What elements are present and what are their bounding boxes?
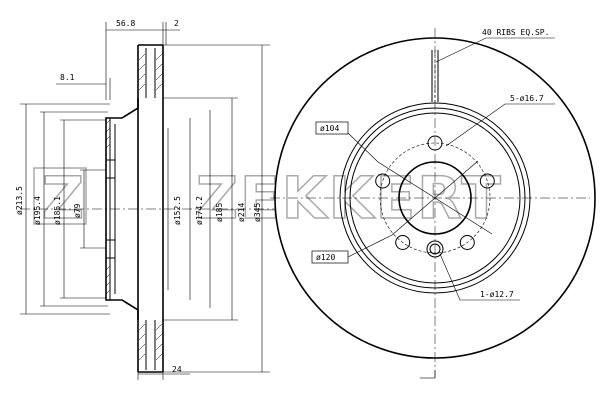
dim-185-1: ø185.1 (53, 196, 62, 225)
locating-hole-inner (429, 243, 441, 255)
dim-185: ø185 (215, 203, 224, 222)
hat-outer-edge (344, 107, 526, 289)
dim-24: 24 (172, 365, 182, 374)
label-120: ø120 (316, 253, 335, 262)
dim-2: 2 (174, 19, 179, 28)
bolt-holes (375, 135, 495, 250)
label-ribs: 40 RIBS EQ.SP. (482, 28, 549, 37)
label-104: ø104 (320, 124, 339, 133)
front-view: 40 RIBS EQ.SP. 5-ø16.7 ø104 ø120 1-ø12.7 (270, 28, 596, 379)
dim-195-4: ø195.4 (33, 196, 42, 225)
bolt-hole (479, 173, 495, 189)
hat-step (349, 112, 521, 284)
bolt-hole (395, 235, 411, 250)
dim-213-5: ø213.5 (15, 186, 24, 215)
leader-bolt-holes (445, 103, 555, 147)
diameter-line-2 (391, 160, 479, 236)
dim-214: ø214 (237, 203, 246, 222)
center-bore (398, 161, 472, 235)
label-bolt-holes: 5-ø16.7 (510, 94, 544, 103)
locating-hole-outer (426, 240, 444, 258)
disc-outer-edge (274, 37, 596, 359)
bolt-hole (427, 135, 443, 151)
label-box-120 (311, 250, 349, 264)
pcd-circle (379, 142, 491, 254)
bolt-hole (459, 235, 475, 250)
dim-8-1: 8.1 (60, 73, 75, 82)
bolt-hole (375, 173, 391, 189)
hat-profile (105, 98, 139, 320)
side-view: 56.8 2 8.1 24 ø213.5 ø195.4 ø185.1 ø79 ø… (15, 19, 275, 380)
dim-174-2: ø174.2 (195, 196, 204, 225)
hat-hatch (105, 119, 111, 295)
dim-56-8: 56.8 (116, 19, 135, 28)
hatch-bottom (138, 323, 163, 361)
friction-inner-edge (339, 102, 531, 294)
dim-345: ø345 (253, 203, 262, 222)
watermark-logo-box (33, 167, 87, 225)
leader-locating (439, 253, 520, 301)
leader-ribs (435, 37, 555, 63)
dim-152-5: ø152.5 (173, 196, 182, 225)
dim-79: ø79 (73, 203, 82, 218)
label-box-104 (315, 121, 349, 135)
watermark-logo-glyph: Z (42, 164, 86, 232)
leader-120 (347, 234, 393, 258)
label-locating-hole: 1-ø12.7 (480, 290, 514, 299)
hatch-top (138, 53, 163, 91)
leader-104 (347, 132, 379, 163)
